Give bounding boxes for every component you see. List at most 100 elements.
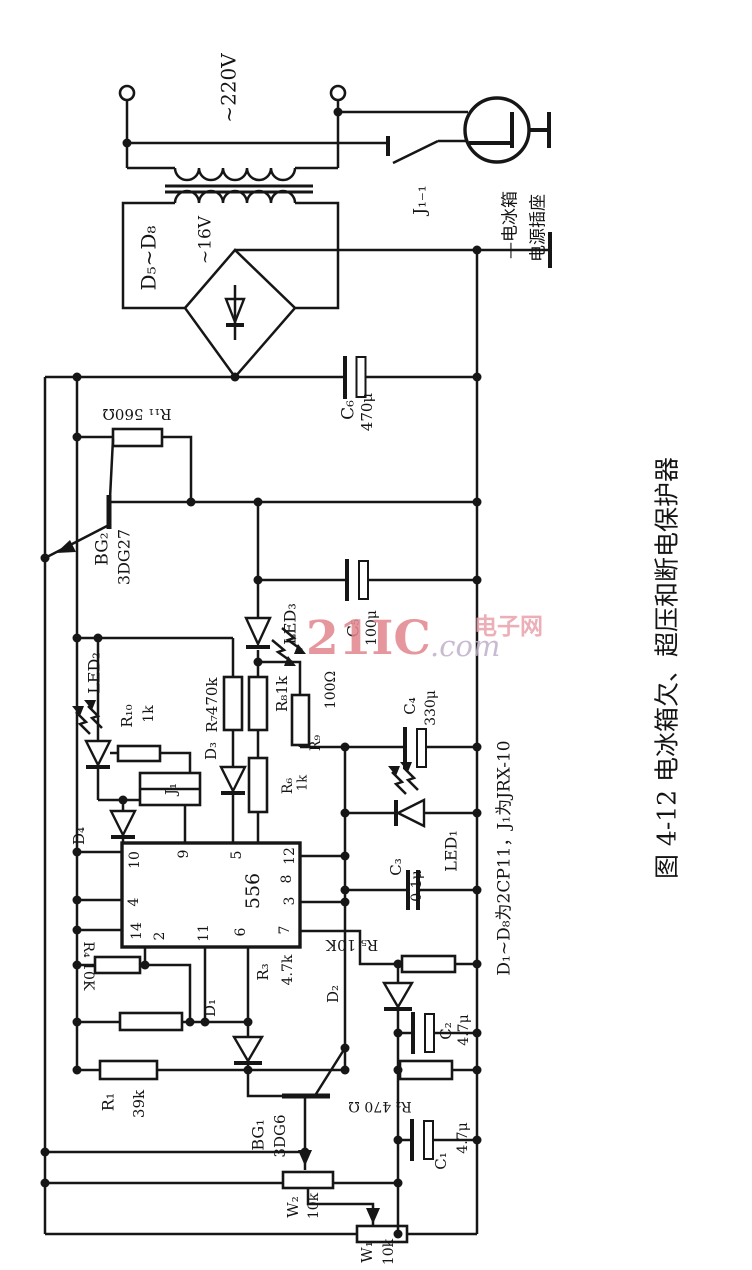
- label-d1: D₁: [201, 999, 219, 1017]
- label-j1: J₁: [162, 783, 180, 797]
- label-r1-value: 39k: [130, 1089, 148, 1118]
- label-c5-ref: C₅: [344, 619, 363, 638]
- socket-circle-icon: [463, 96, 531, 164]
- socket-contacts-icon: [469, 112, 552, 268]
- label-secondary-voltage: ~16V: [196, 215, 216, 264]
- label-r10-ref: R₁₀: [118, 704, 136, 727]
- relay-j1: [138, 771, 202, 807]
- ic-556: 10 4 14 2 9 5 12 8 3 7 11 6 556: [120, 841, 302, 949]
- label-r5: R₅ 10K: [325, 936, 378, 954]
- resistor-r11: [111, 427, 164, 448]
- led3-diode-icon: [244, 616, 272, 647]
- cap-c3-plates: [406, 870, 420, 910]
- led2-diode-icon: [84, 739, 112, 768]
- label-r9-ref: R₉: [308, 735, 324, 752]
- label-c1-value: 4.7μ: [455, 1122, 471, 1153]
- cap-c4-polar-plate: [416, 728, 427, 768]
- bg2-emitter-arrow: [56, 540, 76, 553]
- label-c6-ref: C₆: [339, 400, 359, 420]
- label-r6-value: 1k: [296, 775, 311, 791]
- label-c2-ref: C₂: [437, 1022, 455, 1040]
- label-bridge-diodes: D₅~D₈: [137, 226, 161, 291]
- led1-diode-icon: [395, 798, 426, 828]
- label-c1-ref: C₁: [432, 1152, 450, 1170]
- bridge-diamond: [183, 248, 297, 380]
- diodes: [72, 616, 426, 1065]
- label-c6-value: 470μ: [358, 393, 376, 432]
- pin-8: 8: [279, 875, 295, 884]
- d3-diode-icon: [219, 765, 247, 794]
- label-r3-ref: R₃: [254, 963, 272, 980]
- resistor-r6: [247, 756, 269, 814]
- led1-ray-icon: [391, 771, 407, 795]
- wire-network: [43, 100, 549, 1236]
- w1-wiper-arrow-icon: [366, 1208, 380, 1224]
- bridge-rectifier: [183, 248, 297, 380]
- transistor-bg2: [56, 495, 112, 553]
- resistor-r10: [116, 744, 162, 763]
- led1-ray2-icon: [403, 767, 419, 791]
- label-c3-value: 0.1μ: [409, 870, 425, 901]
- pin-3: 3: [282, 897, 298, 906]
- label-r10-value: 1k: [141, 705, 157, 723]
- pin-4: 4: [126, 897, 142, 906]
- potentiometer-w2: [281, 1170, 335, 1190]
- led2-ray2-arrow: [84, 700, 96, 710]
- led2-ray-arrow: [72, 706, 84, 716]
- primary-winding-icon: [173, 167, 297, 182]
- transformer: [165, 167, 313, 204]
- watermark-brand: 21IC: [306, 611, 431, 666]
- label-c2-value: 4.7μ: [456, 1014, 472, 1045]
- label-c5-value: 100μ: [364, 610, 380, 646]
- resistor-r1: [98, 1059, 159, 1081]
- ic-part-number: 556: [242, 873, 264, 909]
- capacitors: [343, 356, 435, 1161]
- label-r2: R₂ 470 Ω: [348, 1098, 411, 1114]
- label-relay-contact: J₁₋₁: [411, 185, 431, 216]
- label-w1-value: 10k: [381, 1238, 397, 1265]
- label-r8: R₈1k: [273, 675, 291, 712]
- led3-ray-icon: [271, 639, 293, 664]
- label-c3-ref: C₃: [387, 858, 405, 876]
- secondary-winding-icon: [173, 189, 297, 204]
- terminal-neutral: [329, 84, 347, 102]
- fridge-socket: [463, 96, 552, 268]
- label-r11: R₁₁ 560Ω: [102, 405, 171, 423]
- label-led1: LED₁: [442, 830, 461, 872]
- label-w1-ref: W₁: [358, 1241, 376, 1262]
- pin-9: 9: [176, 850, 192, 859]
- terminal-live: [118, 84, 136, 102]
- label-bg1-ref: BG₁: [249, 1119, 268, 1150]
- pin-11: 11: [196, 924, 212, 942]
- label-mains-voltage: ~220V: [217, 53, 241, 123]
- resistor-r3: [118, 1011, 184, 1032]
- mains-terminals: [118, 84, 347, 102]
- cap-c5-polar-plate: [358, 560, 369, 600]
- junction-dots: [40, 107, 482, 1239]
- label-r4: R₄ 10K: [80, 942, 96, 991]
- d2-diode-icon: [381, 981, 415, 1010]
- label-r3-value: 4.7k: [280, 954, 296, 985]
- pin-2: 2: [152, 932, 168, 941]
- led2-ray2-icon: [87, 705, 103, 729]
- led3-ray-arrow: [284, 656, 296, 666]
- pin-14: 14: [129, 922, 145, 940]
- resistor-r9: [290, 693, 311, 747]
- resistor-r4: [93, 955, 142, 975]
- figure-caption: 图 4-12 电冰箱欠、超压和断电保护器: [653, 457, 682, 879]
- led1-ray-arrow: [388, 766, 400, 776]
- label-r1-ref: R₁: [99, 1093, 118, 1111]
- pin-12: 12: [282, 847, 298, 865]
- label-r6-ref: R₆: [280, 778, 296, 795]
- label-led3: LED₃: [281, 603, 300, 645]
- d4-diode-icon: [109, 809, 137, 838]
- cap-c1-polar-plate: [423, 1120, 434, 1160]
- pin-5: 5: [229, 851, 245, 860]
- ic-body: [120, 841, 302, 949]
- led2-ray-icon: [75, 711, 91, 735]
- label-bg2-ref: BG₂: [93, 532, 113, 565]
- resistor-r8: [247, 675, 269, 732]
- label-r7: R₇470k: [203, 677, 221, 733]
